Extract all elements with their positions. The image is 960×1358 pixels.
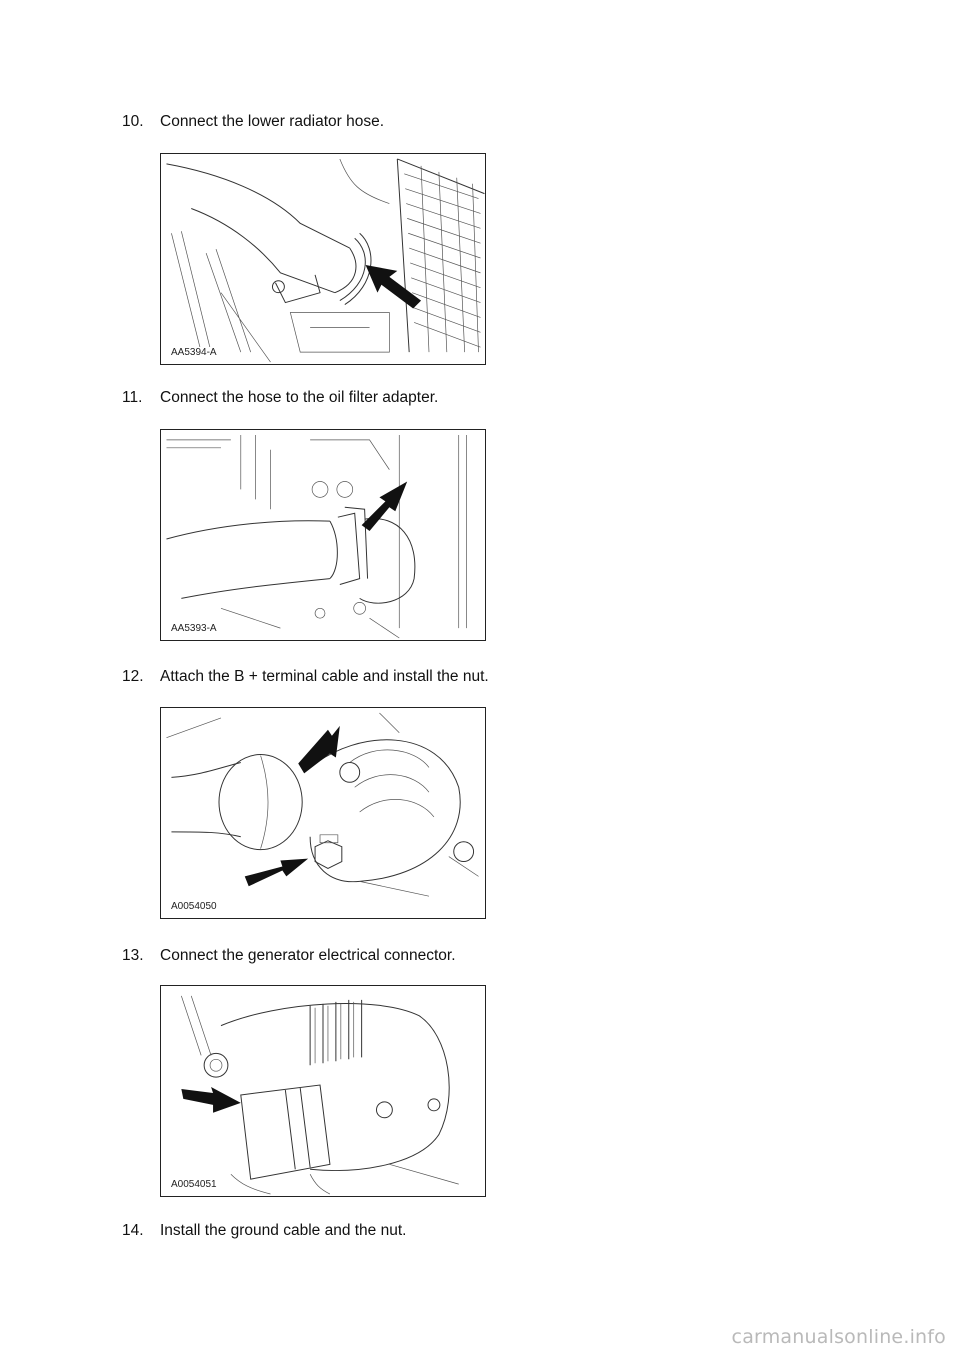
generator-housing xyxy=(203,999,450,1171)
figure-id: AA5394-A xyxy=(169,347,219,358)
step-text: Attach the B + terminal cable and instal… xyxy=(160,668,489,685)
arrow-indicator xyxy=(244,858,309,887)
lower-radiator-hose xyxy=(166,163,372,305)
step-text: Connect the generator electrical connect… xyxy=(160,947,456,964)
radiator-hose-illustration xyxy=(166,158,485,363)
electrical-connector xyxy=(230,1084,331,1195)
radiator-fins xyxy=(396,158,485,353)
oil-filter-hose-illustration xyxy=(166,434,467,639)
generator-body xyxy=(309,739,475,883)
arrow-indicator xyxy=(361,481,408,532)
arrow-indicator xyxy=(365,264,422,309)
figure-oil-filter-hose: AA5393-A xyxy=(160,429,486,641)
terminal-boot xyxy=(171,754,303,851)
figure-id: A0054051 xyxy=(169,1179,219,1190)
figure-radiator-hose: AA5394-A xyxy=(160,153,486,365)
step-number: 13. xyxy=(122,947,144,964)
step-13: 13. Connect the generator electrical con… xyxy=(122,947,456,965)
figure-id: AA5393-A xyxy=(169,623,219,634)
step-12: 12. Attach the B + terminal cable and in… xyxy=(122,668,489,686)
step-number: 11. xyxy=(122,389,143,406)
terminal-nut xyxy=(314,834,343,870)
figure-b-terminal: A0054050 xyxy=(160,707,486,919)
step-14: 14. Install the ground cable and the nut… xyxy=(122,1222,406,1240)
watermark: carmanualsonline.info xyxy=(731,1326,946,1348)
step-text: Connect the lower radiator hose. xyxy=(160,113,385,130)
step-text: Install the ground cable and the nut. xyxy=(160,1222,407,1239)
arrow-indicator xyxy=(181,1087,241,1113)
step-number: 12. xyxy=(122,668,144,685)
figure-id: A0054050 xyxy=(169,901,219,912)
step-number: 14. xyxy=(122,1222,144,1239)
hose-to-adapter xyxy=(166,506,416,604)
b-terminal-illustration xyxy=(166,712,479,897)
step-11: 11. Connect the hose to the oil filter a… xyxy=(122,389,438,407)
step-number: 10. xyxy=(122,113,144,130)
generator-connector-illustration xyxy=(181,995,459,1195)
step-10: 10. Connect the lower radiator hose. xyxy=(122,113,384,131)
arrow-indicator xyxy=(298,725,340,774)
step-text: Connect the hose to the oil filter adapt… xyxy=(160,389,439,406)
figure-generator-connector: A0054051 xyxy=(160,985,486,1197)
